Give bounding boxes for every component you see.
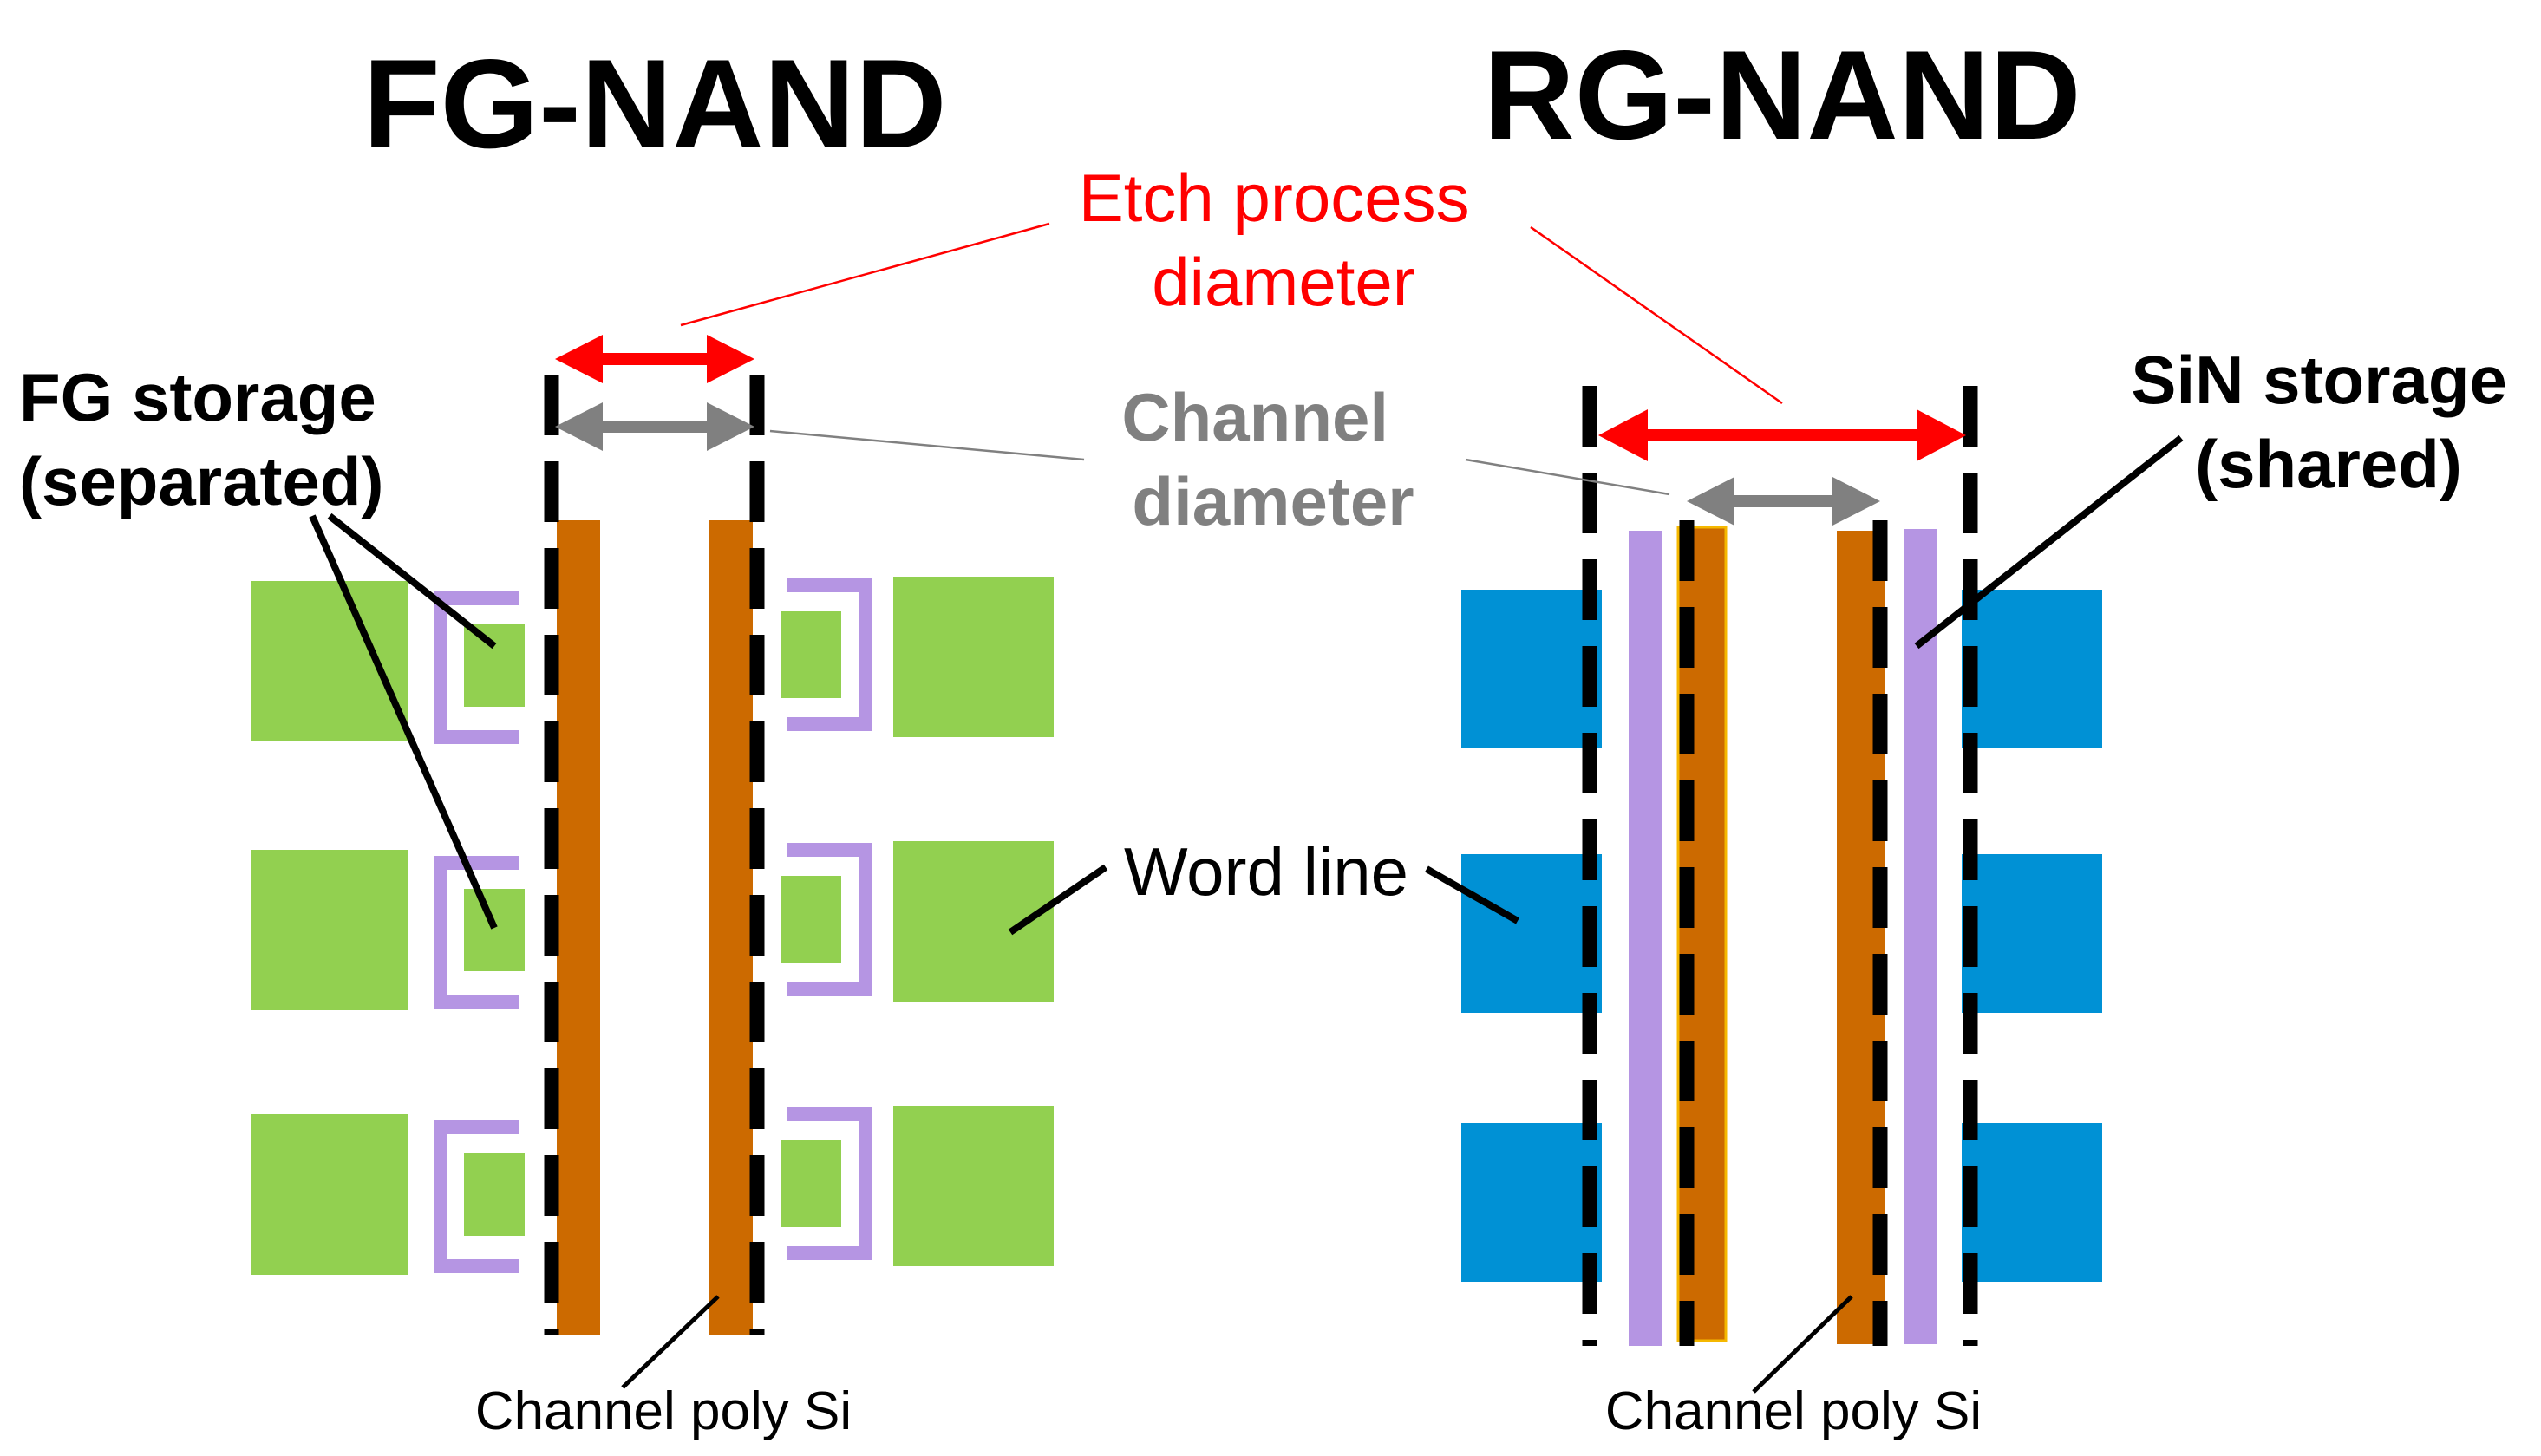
- fg-inter-poly-dielectric-left-2: [434, 856, 519, 1009]
- rg-sin-storage-left: [1629, 531, 1662, 1346]
- channel-leader-right: [1465, 458, 1670, 496]
- fg-word-line-left-3: [251, 1114, 408, 1275]
- fg-storage-line1: FG storage: [19, 359, 376, 435]
- fg-channel-poly-right: [709, 520, 753, 1335]
- fg-word-line-right-1: [893, 577, 1054, 737]
- rg-word-line-left-3: [1461, 1123, 1602, 1282]
- fg-floating-gate-left-2: [464, 889, 525, 971]
- fg-word-line-left-2: [251, 850, 408, 1010]
- sin-storage-leader: [1914, 434, 2184, 650]
- channel-diameter-line2: diameter: [1132, 463, 1414, 539]
- rg-channel-diameter-arrow: [1687, 477, 1880, 526]
- sin-storage-line1: SiN storage: [2131, 342, 2506, 418]
- channel-leader-left: [769, 429, 1085, 461]
- fg-storage-line2: (separated): [19, 443, 383, 519]
- rg-word-line-right-3: [1962, 1123, 2102, 1282]
- channel-diameter-line1: Channel: [1121, 379, 1388, 455]
- fg-floating-gate-right-3: [781, 1140, 841, 1227]
- fg-storage-label: FG storage (separated): [19, 359, 395, 519]
- etch-leader-left: [680, 222, 1050, 327]
- fg-channel-poly-left: [557, 520, 600, 1335]
- channel-poly-label-left: Channel poly Si: [475, 1381, 852, 1441]
- fg-channel-diameter-arrow: [555, 402, 754, 451]
- fg-word-line-left-1: [251, 581, 408, 741]
- channel-poly-leader-left: [621, 1295, 720, 1389]
- channel-poly-leader-right: [1752, 1295, 1853, 1394]
- word-line-leader-right: [1425, 865, 1519, 924]
- rg-word-line-right-1: [1962, 590, 2102, 748]
- channel-diameter-label: Channel diameter: [1121, 379, 1414, 539]
- fg-nand-title: FG-NAND: [363, 33, 946, 174]
- fg-inter-poly-dielectric-right-1: [787, 578, 872, 731]
- fg-floating-gate-right-1: [781, 611, 841, 698]
- rg-sin-storage-right: [1904, 529, 1937, 1344]
- fg-inter-poly-dielectric-left-1: [434, 591, 519, 744]
- fg-floating-gate-left-1: [464, 624, 525, 707]
- rg-word-line-right-2: [1962, 854, 2102, 1013]
- rg-nand-structure: [1461, 386, 2102, 1346]
- etch-leader-right: [1530, 225, 1783, 405]
- etch-diameter-line1: Etch process: [1079, 160, 1470, 236]
- rg-nand-title: RG-NAND: [1483, 24, 2080, 166]
- etch-diameter-line2: diameter: [1152, 244, 1414, 320]
- etch-diameter-label: Etch process diameter: [1079, 160, 1489, 320]
- rg-word-line-left-2: [1461, 854, 1602, 1013]
- sin-storage-line2: (shared): [2195, 426, 2462, 502]
- fg-word-line-right-3: [893, 1106, 1054, 1266]
- fg-storage-leader-1: [327, 513, 497, 650]
- sin-storage-label: SiN storage (shared): [2131, 342, 2525, 502]
- fg-floating-gate-right-2: [781, 876, 841, 963]
- word-line-leader-left: [1008, 864, 1108, 936]
- fg-storage-leader-2: [309, 514, 498, 930]
- fg-inter-poly-dielectric-right-3: [787, 1107, 872, 1260]
- fg-nand-structure: [251, 375, 1054, 1335]
- rg-etch-diameter-arrow: [1598, 409, 1966, 461]
- fg-inter-poly-dielectric-left-3: [434, 1120, 519, 1273]
- fg-etch-diameter-arrow: [555, 335, 754, 383]
- fg-inter-poly-dielectric-right-2: [787, 843, 872, 996]
- rg-word-line-left-1: [1461, 590, 1602, 748]
- fg-floating-gate-left-3: [464, 1153, 525, 1236]
- channel-poly-label-right: Channel poly Si: [1605, 1381, 1982, 1441]
- word-line-label: Word line: [1124, 833, 1408, 910]
